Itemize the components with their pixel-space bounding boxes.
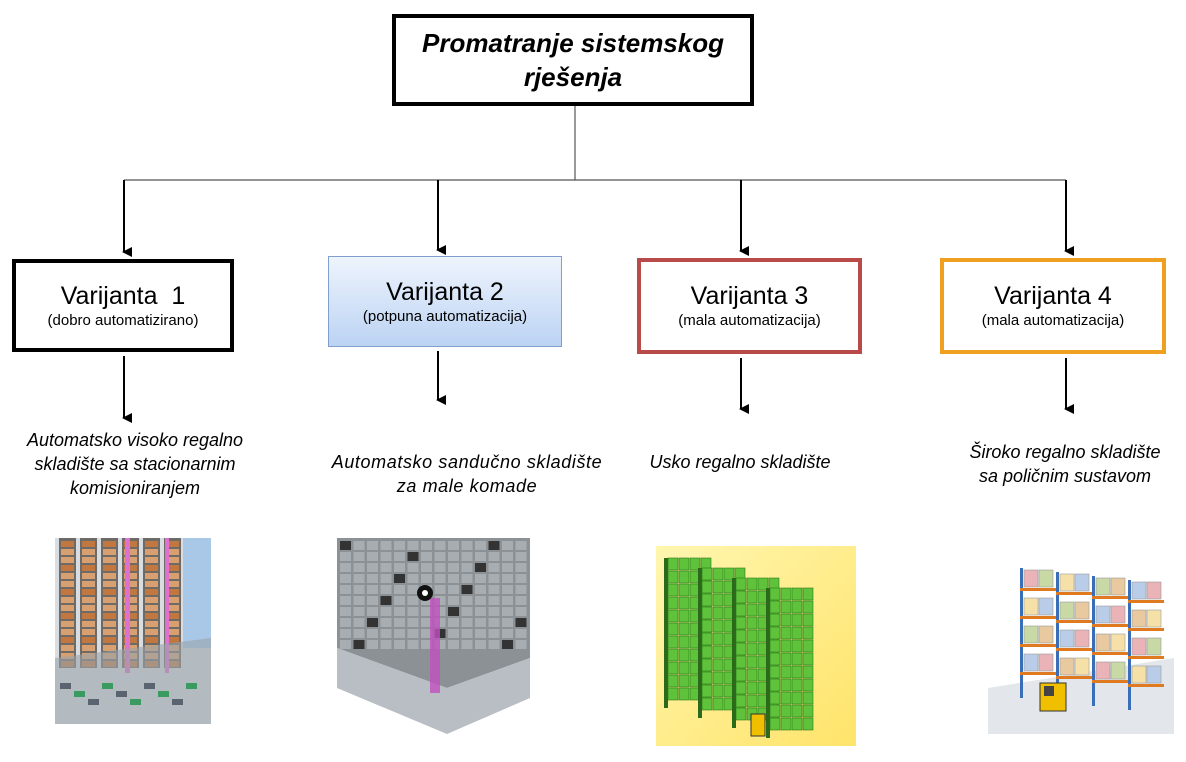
variant-4-subtitle: (mala automatizacija) [981,312,1125,329]
variant-4-description: Široko regalno skladište sa poličnim sus… [969,442,1161,486]
variant-1-subtitle: (dobro automatizirano) [47,311,199,329]
variant-4-title: Varijanta 4 [994,282,1112,310]
root-node: Promatranje sistemskog rješenja [392,14,754,106]
variant-3-description: Usko regalno skladište [649,452,831,472]
wide-aisle-shelving-illustration [988,558,1174,734]
variant-1-description: Automatsko visoko regalno skladište sa s… [26,430,244,498]
small-parts-warehouse-illustration [337,538,530,734]
root-title: Promatranje sistemskog rješenja [421,28,724,92]
variant-2-subtitle: (potpuna automatizacija) [362,307,528,325]
variant-3-box: Varijanta 3 (mala automatizacija) [637,258,862,354]
variant-2-title: Varijanta 2 [386,277,504,306]
variant-2-box: Varijanta 2 (potpuna automatizacija) [328,256,562,347]
variant-1-box: Varijanta 1 (dobro automatizirano) [12,259,234,352]
variant-3-title: Varijanta 3 [690,282,809,310]
variant-4-box: Varijanta 4 (mala automatizacija) [940,258,1166,354]
narrow-aisle-rack-illustration [656,546,856,746]
variant-1-title: Varijanta 1 [60,281,186,310]
variant-3-subtitle: (mala automatizacija) [678,312,821,329]
variant-2-description: Automatsko sandučno skladište za male ko… [331,452,603,496]
high-bay-warehouse-illustration [55,538,211,724]
